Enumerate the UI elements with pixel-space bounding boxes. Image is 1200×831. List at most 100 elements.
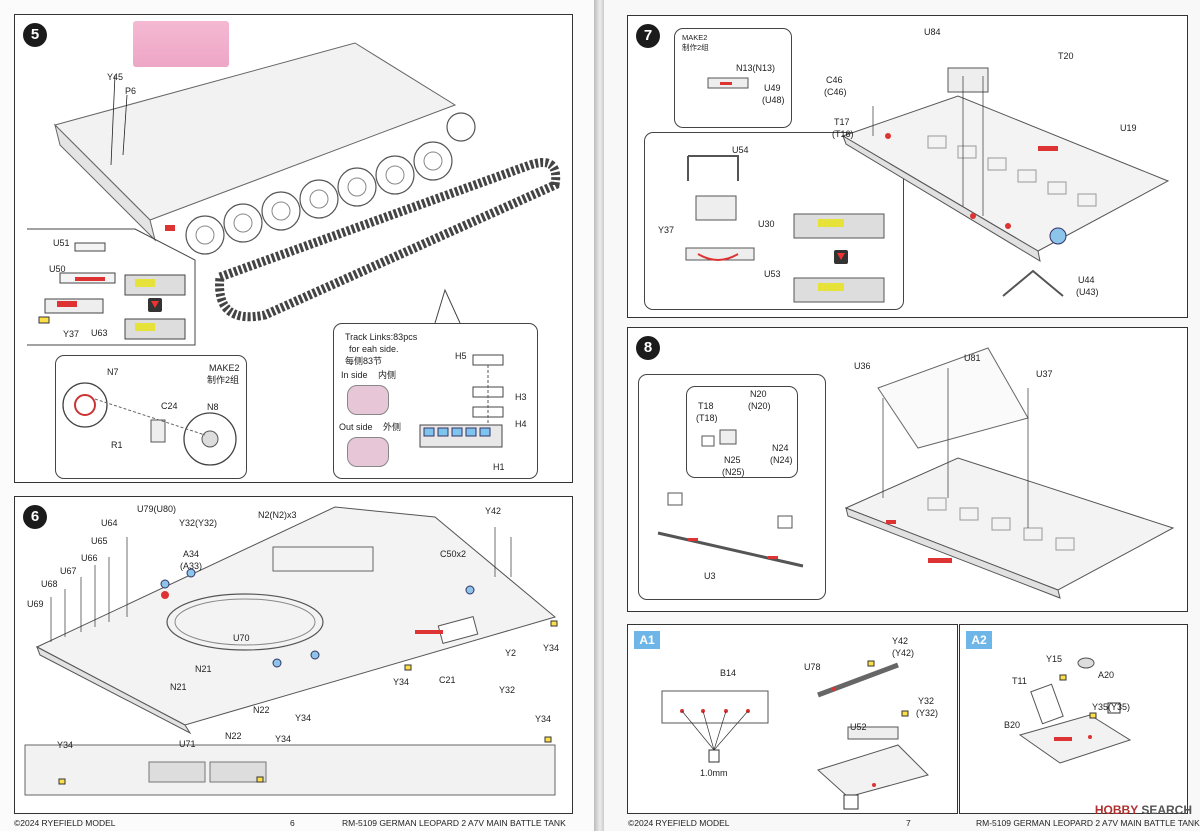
copyright: ©2024 RYEFIELD MODEL	[14, 818, 116, 828]
part-label: Y34	[57, 740, 74, 750]
arrow-icon	[834, 250, 848, 264]
track-link-subpanel	[333, 323, 538, 479]
step6-panel: 6 U79(U80) U64 Y32(Y32) N2(N2)x3 Y42 U65	[14, 496, 573, 814]
page-number: 7	[906, 818, 911, 828]
part-label: (Y32)	[916, 708, 939, 718]
part-label: U71	[179, 739, 196, 749]
hobbysearch-watermark: HOBBY SEARCH	[1095, 803, 1192, 817]
part-label: (N24)	[770, 455, 793, 465]
part-H1: H1	[493, 462, 505, 472]
watermark-hobby: HOBBY	[1094, 803, 1138, 817]
part-label: (N25)	[722, 467, 745, 477]
part-label: C21	[439, 675, 456, 685]
detail-photo	[133, 21, 229, 67]
part-label: Y32(Y32)	[179, 518, 218, 528]
part-label: Y42	[892, 636, 909, 646]
a1-badge: A1	[634, 631, 660, 649]
copyright: ©2024 RYEFIELD MODEL	[628, 818, 730, 828]
part-label: Y32	[918, 696, 935, 706]
a2-illustration	[1018, 657, 1132, 764]
part-label: (U43)	[1076, 287, 1099, 297]
track-note-line1: Track Links:83pcs	[345, 332, 418, 342]
part-label: U30	[758, 219, 775, 229]
part-label: N22	[253, 705, 270, 715]
part-label: U67	[60, 566, 77, 576]
part-label: N24	[772, 443, 789, 453]
part-label: C24	[161, 401, 178, 411]
part-H3: H3	[515, 392, 527, 402]
a2-badge: A2	[966, 631, 992, 649]
part-label: U64	[101, 518, 118, 528]
part-label: (U48)	[762, 95, 785, 105]
part-label: Y35(Y35)	[1092, 702, 1131, 712]
part-label: N13(N13)	[736, 63, 776, 73]
part-label: N21	[195, 664, 212, 674]
part-label: Y2	[505, 648, 517, 658]
part-H5: H5	[455, 351, 467, 361]
part-label: P6	[125, 86, 137, 96]
part-label: N25	[724, 455, 741, 465]
part-label: Y37	[63, 329, 80, 339]
track-callout	[434, 288, 461, 324]
page-gutter	[594, 0, 606, 831]
part-label: (N20)	[748, 401, 771, 411]
make2-subpanel	[55, 355, 247, 479]
part-label: Y34	[295, 713, 312, 723]
outside-label: Out side	[339, 422, 373, 432]
part-label: 1.0mm	[700, 768, 728, 778]
inside-label-cn: 内侧	[378, 370, 397, 380]
outside-label-cn: 外侧	[383, 422, 402, 432]
part-label: U65	[91, 536, 108, 546]
part-label: U49	[764, 83, 781, 93]
part-label: T17	[834, 117, 850, 127]
part-label: U63	[91, 328, 108, 338]
part-label: U70	[233, 633, 250, 643]
part-label: C50x2	[440, 549, 467, 559]
part-label: U3	[704, 571, 716, 581]
part-label: Y45	[107, 72, 124, 82]
part-label: (T18)	[696, 413, 718, 423]
part-label: U44	[1078, 275, 1095, 285]
part-label: U81	[964, 353, 981, 363]
part-label: Y32	[499, 685, 516, 695]
part-label: U19	[1120, 123, 1137, 133]
a1-illustration	[661, 660, 929, 810]
part-label: T18	[698, 401, 714, 411]
part-label: U53	[764, 269, 781, 279]
inside-label: In side	[341, 370, 368, 380]
part-label: R1	[111, 440, 123, 450]
parts-detail-subpanel	[686, 386, 798, 478]
part-label: U66	[81, 553, 98, 563]
part-label: U54	[732, 145, 749, 155]
part-label: Y34	[543, 643, 560, 653]
arrow-icon	[148, 298, 162, 312]
part-label: N20	[750, 389, 767, 399]
part-label: B20	[1004, 720, 1021, 730]
track-link-outside-icon	[347, 437, 389, 467]
left-manual-page: 5	[0, 0, 596, 831]
make2-label-cn: 制作2组	[682, 43, 709, 52]
part-label: B14	[720, 668, 737, 678]
step5-panel: 5	[14, 14, 573, 483]
part-label: U79(U80)	[137, 504, 177, 514]
part-label: U37	[1036, 369, 1053, 379]
make2-label: MAKE2	[682, 33, 708, 42]
step8-panel: 8 U36 U81 U37 T18 (T18) N20 (N20) N24 (N…	[627, 327, 1188, 612]
part-label: U52	[850, 722, 867, 732]
part-label: N8	[207, 402, 219, 412]
part-label: N21	[170, 682, 187, 692]
turret-rear-illustration	[657, 347, 1175, 599]
part-label: N7	[107, 367, 119, 377]
part-label: C46	[826, 75, 843, 85]
part-label: U51	[53, 238, 70, 248]
part-label: N2(N2)x3	[258, 510, 297, 520]
part-label: Y42	[485, 506, 502, 516]
part-label: A20	[1098, 670, 1115, 680]
part-label: U50	[49, 264, 66, 274]
page-number: 6	[290, 818, 295, 828]
make2-label-cn: 制作2组	[207, 375, 240, 385]
step-number-badge: 8	[636, 336, 660, 360]
part-label: (C46)	[824, 87, 847, 97]
part-label: U69	[27, 599, 44, 609]
watermark-search: SEARCH	[1141, 803, 1192, 817]
